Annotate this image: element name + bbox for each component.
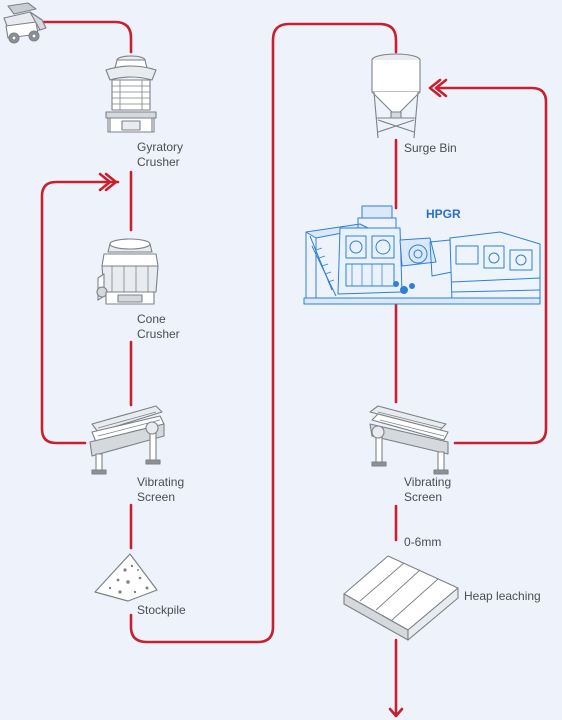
flow-right-recycle-loop [434,86,548,445]
gyratory-label-line1: Gyratory [137,140,184,154]
hpgr-machine-icon [303,205,541,305]
screen-left-line1: Vibrating [137,475,185,489]
heap-leaching-icon [343,555,459,641]
flow-left-recycle-loop [40,180,120,445]
screen-left-line2: Screen [137,490,176,504]
screen-right-line2: Screen [404,490,443,504]
vibrating-screen-right-label: Vibrating Screen [404,475,451,505]
stockpile-icon [94,553,158,602]
flow-truck-to-gyratory [36,20,133,54]
cone-crusher-label: Cone Crusher [137,312,180,342]
vibrating-screen-icon-right [369,405,449,475]
screen-right-line1: Vibrating [404,475,452,489]
arrow-heap-out [388,707,404,718]
surge-bin-icon [371,53,421,139]
gyratory-label-line2: Crusher [137,155,180,169]
vibrating-screen-icon [89,405,165,475]
stockpile-label: Stockpile [137,603,186,617]
flow-stockpile-to-surgebin [129,22,398,644]
heap-leaching-label: Heap leaching [464,589,541,603]
hpgr-label: HPGR [426,207,461,221]
surge-bin-label: Surge Bin [404,141,457,155]
cone-label-line1: Cone [137,312,166,326]
cone-crusher-icon [96,238,159,305]
dump-truck-icon [3,2,47,44]
size-range-label: 0-6mm [404,535,442,549]
vibrating-screen-left-label: Vibrating Screen [137,475,184,505]
arrow-left-loop [98,172,118,192]
gyratory-crusher-icon [105,55,157,133]
cone-label-line2: Crusher [137,327,180,341]
arrow-right-loop [428,78,448,98]
gyratory-crusher-label: Gyratory Crusher [137,140,183,170]
